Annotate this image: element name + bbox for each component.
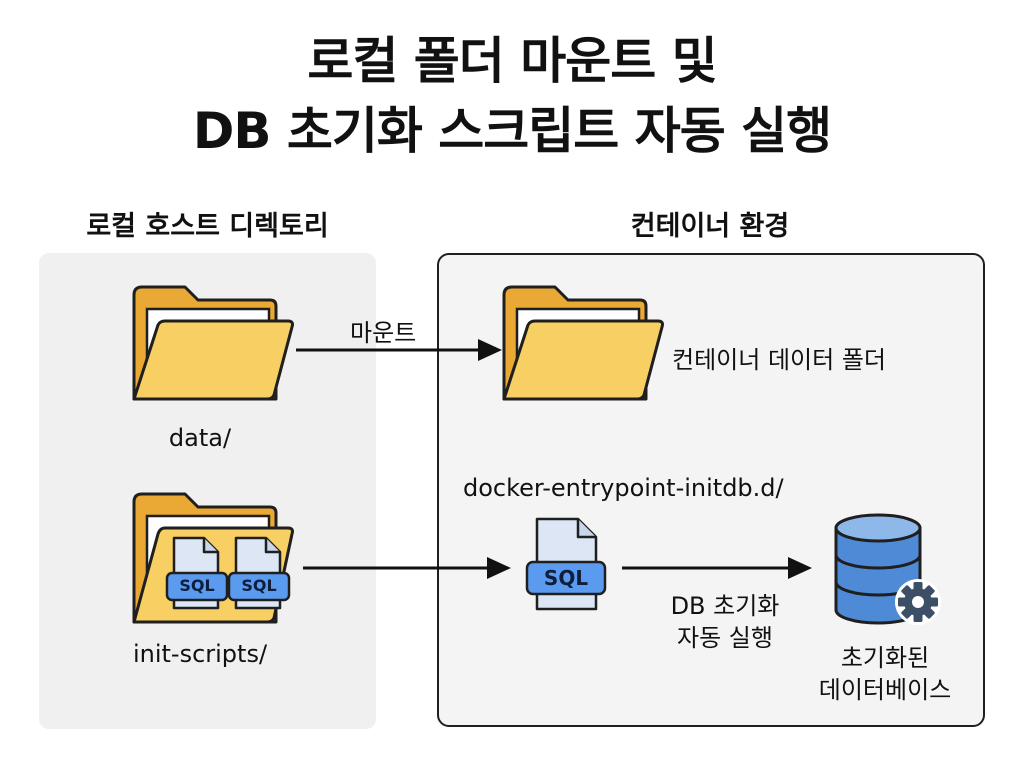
host-heading: 로컬 호스트 디렉토리 <box>86 211 329 242</box>
database-label-line-1: 초기화된 <box>840 644 930 672</box>
db-init-arrow <box>622 556 818 580</box>
title-line-1: 로컬 폴더 마운트 및 <box>307 32 717 90</box>
mount-arrow <box>296 338 506 362</box>
sql-file-icon <box>525 517 608 613</box>
sql-badge-label: SQL <box>179 576 215 595</box>
data-folder-icon <box>130 283 296 413</box>
entrypoint-dir-label: docker-entrypoint-initdb.d/ <box>463 474 784 502</box>
database-label-line-2: 데이터베이스 <box>818 676 952 704</box>
gear-icon <box>893 577 943 627</box>
db-init-label-line-1: DB 초기화 <box>670 592 780 620</box>
sql-file-icon <box>227 536 291 612</box>
init-scripts-folder-label: init-scripts/ <box>132 640 268 668</box>
db-init-label-line-2: 자동 실행 <box>677 624 773 652</box>
container-heading: 컨테이너 환경 <box>630 211 790 242</box>
title-line-2: DB 초기화 스크립트 자동 실행 <box>192 102 832 160</box>
copy-scripts-arrow <box>303 556 515 580</box>
sql-badge-label: SQL <box>241 576 277 595</box>
mount-arrow-label: 마운트 <box>350 319 417 347</box>
sql-badge-label: SQL <box>543 566 589 590</box>
sql-file-icon <box>165 536 229 612</box>
container-folder-label: 컨테이너 데이터 폴더 <box>672 346 886 374</box>
container-folder-icon <box>500 283 666 413</box>
data-folder-label: data/ <box>168 424 232 452</box>
